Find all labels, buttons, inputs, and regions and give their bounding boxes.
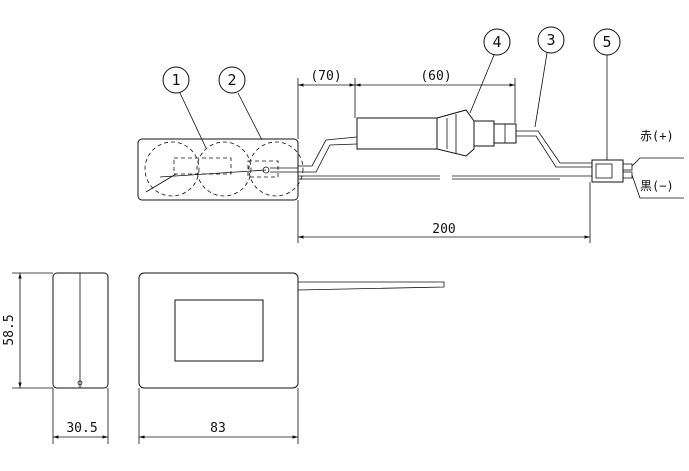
wire-label-black: 黒(−): [640, 179, 674, 193]
callout-4-label: 4: [492, 33, 501, 51]
dimension-total-length: 200: [297, 182, 591, 243]
dimension-lead-b-text: (60): [420, 69, 451, 84]
dimension-width: 83: [138, 388, 299, 444]
dimension-width-text: 83: [210, 421, 226, 436]
dimension-lead-b: (60): [355, 69, 516, 123]
lead-wires: [298, 130, 592, 180]
wire-label-red: 赤(+): [640, 129, 674, 143]
callout-1-label: 1: [171, 71, 180, 89]
dimension-depth-text: 30.5: [66, 421, 97, 436]
dimension-depth: 30.5: [52, 388, 109, 444]
callout-5: 5: [593, 28, 621, 160]
dimension-total-length-text: 200: [432, 222, 455, 237]
callout-2-label: 2: [227, 71, 236, 89]
dimension-height: 58.5: [2, 272, 53, 389]
callout-3-label: 3: [546, 31, 555, 49]
callout-4: 4: [469, 28, 511, 114]
battery-box-top-view: [137, 138, 304, 201]
callout-2: 2: [218, 66, 263, 141]
callout-3: 3: [534, 26, 565, 128]
dimension-height-text: 58.5: [2, 314, 17, 345]
dimension-lead-a-text: (70): [310, 69, 341, 84]
callout-5-label: 5: [602, 33, 611, 51]
callout-1: 1: [162, 66, 207, 149]
side-view: [52, 272, 109, 389]
terminal-connector: [591, 157, 684, 199]
relay-connector: [356, 109, 517, 157]
dimension-lead-a: (70): [297, 69, 356, 139]
front-view: [138, 272, 445, 389]
